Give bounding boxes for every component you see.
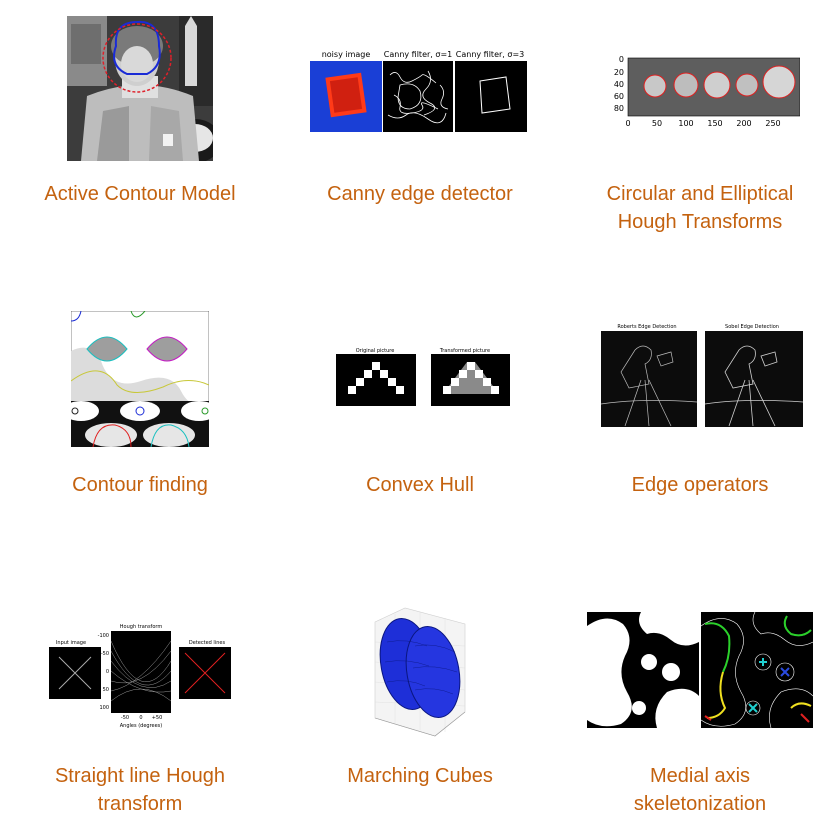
gallery-item-contour[interactable]: Contour finding [0,290,280,520]
astronaut-image [67,16,213,161]
xtick: 250 [765,119,780,128]
hough-ytick: 50 [103,687,109,693]
thumbnail-hough-line[interactable]: Input image Hough transform Detected lin… [0,620,280,730]
caption-link[interactable]: Contour finding [72,474,208,496]
gallery-item-hough-circle[interactable]: 0 20 40 60 80 0 50 100 150 200 250 Circu… [560,0,840,260]
gallery-item-edge-operators[interactable]: Roberts Edge Detection Sobel Edge Detect… [560,290,840,520]
contour-figure [71,311,209,447]
medial-axis-figure [587,612,813,728]
edge-operators-figure: Roberts Edge Detection Sobel Edge Detect… [600,324,803,427]
canny-title-3: Canny filter, σ=3 [456,50,524,59]
caption-link[interactable]: Circular and Elliptical Hough Transforms [606,183,794,233]
thumbnail-medial-axis[interactable] [560,612,840,728]
caption-link[interactable]: Convex Hull [366,474,474,496]
hough-ytick: 100 [99,705,109,711]
ytick: 20 [614,68,624,77]
thumbnail-hough-circle[interactable]: 0 20 40 60 80 0 50 100 150 200 250 [560,50,840,130]
ytick: 60 [614,92,624,101]
convex-title-1: Original picture [356,348,395,354]
hough-title-1: Input image [56,640,86,646]
hough-title-2: Hough transform [120,624,163,630]
thumbnail-edge-operators[interactable]: Roberts Edge Detection Sobel Edge Detect… [560,320,840,430]
hough-xlabel: Angles (degrees) [120,723,163,729]
hough-title-3: Detected lines [189,640,226,646]
ytick: 40 [614,80,624,89]
hough-xtick: 0 [139,715,142,721]
hough-ytick: -100 [98,633,109,639]
thumbnail-contour[interactable] [0,310,280,448]
thumbnail-convex-hull[interactable]: Original picture Transformed picture [280,344,560,410]
canny-figure: noisy image Canny filter, σ=1 Canny filt… [310,50,527,132]
gallery-item-hough-line[interactable]: Input image Hough transform Detected lin… [0,590,280,815]
hough-ytick: 0 [106,669,109,675]
gallery-item-convex-hull[interactable]: Original picture Transformed picture Con… [280,290,560,520]
edge-title-1: Roberts Edge Detection [617,324,676,330]
hough-ytick: -50 [101,651,109,657]
caption-link[interactable]: Medial axis skeletonization [633,765,767,815]
ytick: 0 [619,55,624,64]
canny-title-2: Canny filter, σ=1 [384,50,452,59]
thumbnail-marching-cubes[interactable] [280,602,560,742]
ytick: 80 [614,104,624,113]
canny-title-1: noisy image [322,50,371,59]
caption-link[interactable]: Canny edge detector [327,183,513,205]
xtick: 0 [625,119,630,128]
marching-cubes-figure [374,607,466,737]
xtick: 50 [652,119,662,128]
gallery-item-marching-cubes[interactable]: Marching Cubes [280,590,560,813]
xtick: 150 [707,119,722,128]
hough-line-figure: Input image Hough transform Detected lin… [49,624,231,729]
edge-title-2: Sobel Edge Detection [725,324,779,330]
caption-link[interactable]: Active Contour Model [44,183,236,205]
gallery-item-active-contour[interactable]: Active Contour Model [0,0,280,260]
caption-link[interactable]: Marching Cubes [347,765,493,787]
gallery-item-medial-axis[interactable]: Medial axis skeletonization [560,590,840,815]
convex-hull-figure: Original picture Transformed picture [336,348,510,406]
hough-xtick: -50 [121,715,129,721]
caption-link[interactable]: Straight line Hough transform [54,765,226,815]
hough-xtick: +50 [152,715,163,721]
gallery-item-canny[interactable]: noisy image Canny filter, σ=1 Canny filt… [280,0,560,260]
coins-figure: 0 20 40 60 80 0 50 100 150 200 250 [614,55,800,128]
thumbnail-active-contour[interactable] [0,16,280,161]
caption-link[interactable]: Edge operators [631,474,769,496]
xtick: 100 [678,119,693,128]
thumbnail-canny[interactable]: noisy image Canny filter, σ=1 Canny filt… [280,40,560,140]
convex-title-2: Transformed picture [439,348,490,354]
xtick: 200 [736,119,751,128]
